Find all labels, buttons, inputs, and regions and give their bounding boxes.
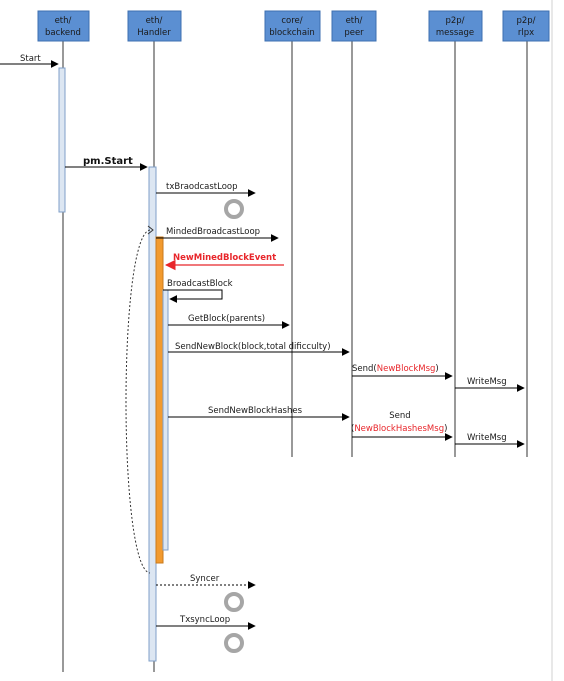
participant-box-handler <box>127 10 182 42</box>
participant-box-backend <box>37 10 90 42</box>
participant-backend-line2: backend <box>45 28 81 38</box>
label-mined-broadcast-loop: MindedBroadcastLoop <box>166 227 260 237</box>
activation-broadcast-block <box>162 289 169 551</box>
label-tx-broadcast-loop: txBraodcastLoop <box>166 182 238 192</box>
participant-handler-line1: eth/ <box>146 16 163 26</box>
label-new-mined-block-event: NewMinedBlockEvent <box>173 253 276 263</box>
label-get-block: GetBlock(parents) <box>188 314 265 324</box>
label-start: Start <box>20 54 41 64</box>
label-send-suffix: ) <box>435 364 438 374</box>
participant-core-blockchain: core/ blockchain <box>264 10 321 457</box>
loop-icon-2 <box>224 592 244 612</box>
participant-peer-line2: peer <box>344 28 364 38</box>
participant-rlpx-line2: rlpx <box>518 28 534 38</box>
participant-p2p-message: p2p/ message <box>428 10 483 457</box>
label-send-new-block-hashes: SendNewBlockHashes <box>208 406 303 416</box>
label-syncer: Syncer <box>190 574 220 584</box>
activation-backend <box>58 67 66 213</box>
label-send-hashes-msg: (NewBlockHashesMsg) <box>351 424 447 434</box>
label-txsync-loop: TxsyncLoop <box>179 615 230 625</box>
label-hashes-suffix: ) <box>444 424 447 434</box>
label-hashes-prefix: ( <box>351 424 354 434</box>
label-pm-start: pm.Start <box>83 156 133 167</box>
loop-dashed-curve <box>125 229 151 574</box>
participant-message-line2: message <box>436 28 474 38</box>
loop-icon-3 <box>224 633 244 653</box>
label-send-prefix: Send( <box>352 364 377 374</box>
arrow-broadcast-block <box>163 289 223 303</box>
participant-core-line1: core/ <box>281 16 302 26</box>
loop-dashed-arrowhead <box>147 225 154 235</box>
label-write-msg-1: WriteMsg <box>467 377 507 387</box>
participant-handler-line2: Handler <box>137 28 171 38</box>
participant-box-message <box>428 10 483 42</box>
label-broadcast-block: BroadcastBlock <box>167 279 233 289</box>
participant-backend-line1: eth/ <box>55 16 72 26</box>
activation-handler <box>148 166 157 662</box>
label-send-new-block: SendNewBlock(block,total dificculty) <box>175 342 331 352</box>
label-write-msg-2: WriteMsg <box>467 433 507 443</box>
participant-peer-line1: eth/ <box>346 16 363 26</box>
label-new-block-hashes-msg: NewBlockHashesMsg <box>354 424 444 434</box>
participant-message-line1: p2p/ <box>445 16 464 26</box>
participant-core-line2: blockchain <box>269 28 315 38</box>
label-new-block-msg: NewBlockMsg <box>377 364 436 374</box>
label-send: Send <box>389 411 410 421</box>
loop-icon-1 <box>224 199 244 219</box>
participant-rlpx-line1: p2p/ <box>516 16 535 26</box>
participant-eth-peer: eth/ peer <box>331 10 377 457</box>
label-send-new-block-msg: Send(NewBlockMsg) <box>352 364 439 374</box>
participant-box-core <box>264 10 321 42</box>
participant-p2p-rlpx: p2p/ rlpx <box>502 10 550 457</box>
activation-mined-loop <box>155 236 164 564</box>
participant-box-peer <box>331 10 377 42</box>
participant-box-rlpx <box>502 10 550 42</box>
